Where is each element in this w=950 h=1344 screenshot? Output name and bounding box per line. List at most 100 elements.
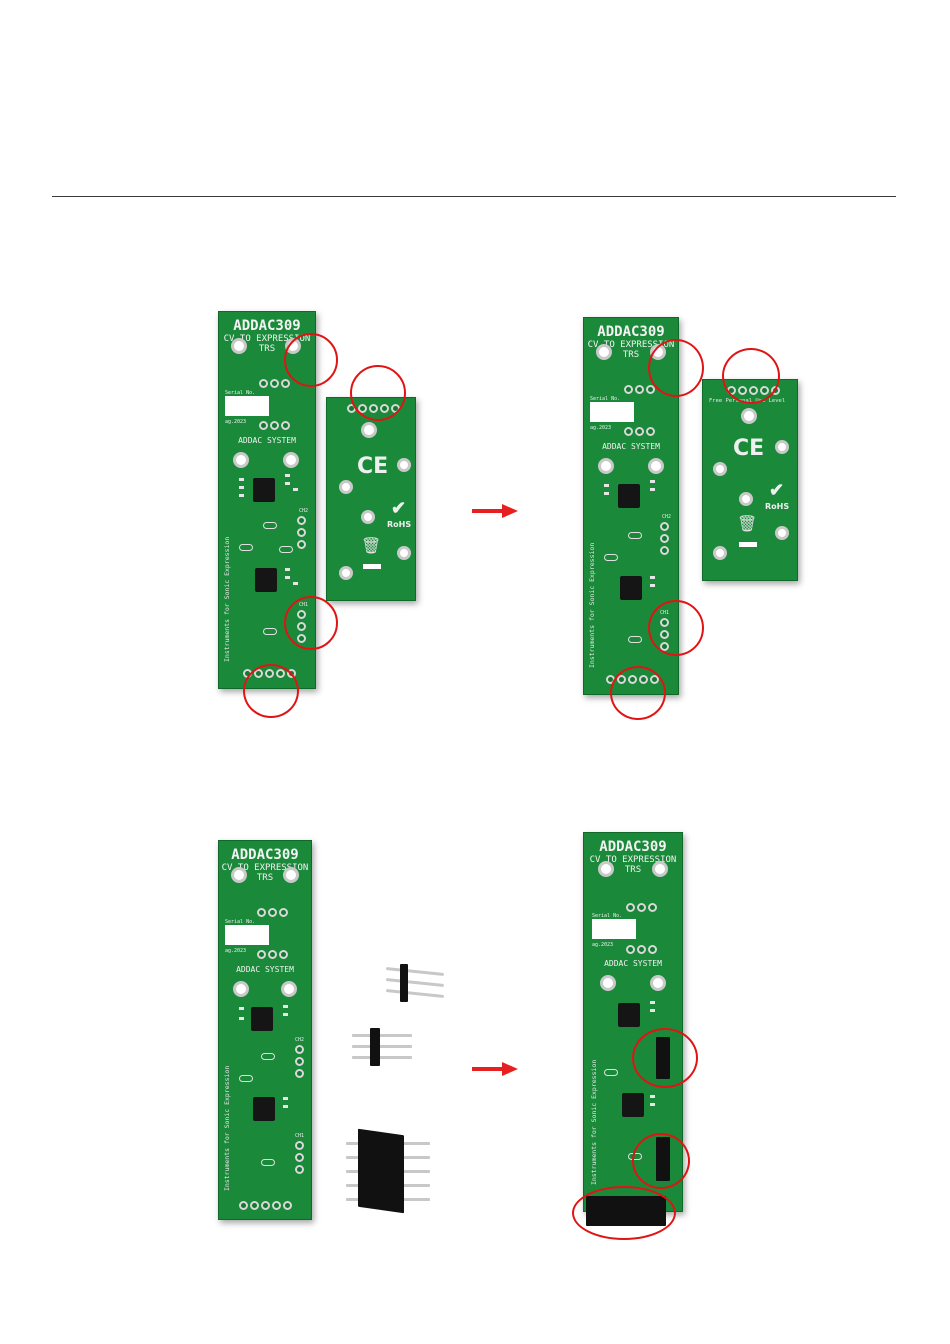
smd <box>293 582 298 585</box>
pin <box>386 977 444 988</box>
slot <box>628 636 642 643</box>
pad <box>259 421 268 430</box>
mount-hole <box>600 975 616 991</box>
weee-bin-icon: 🗑 <box>737 516 758 533</box>
smd <box>650 576 655 579</box>
pad <box>283 1201 292 1210</box>
highlight-circle <box>284 596 338 650</box>
ch2-label: CH2 <box>299 508 309 514</box>
board-subtitle-1: CV TO EXPRESSION <box>589 855 677 865</box>
pad <box>295 1069 304 1078</box>
mount-hole <box>281 981 297 997</box>
mount-hole <box>598 458 614 474</box>
highlight-circle <box>632 1133 690 1189</box>
slot <box>604 554 618 561</box>
board-title: ADDAC309 <box>231 847 299 863</box>
slot <box>279 546 293 553</box>
ch1-label: CH1 <box>295 1133 305 1139</box>
pin <box>352 1056 412 1059</box>
pad <box>295 1165 304 1174</box>
slot <box>628 532 642 539</box>
system-label: ADDAC SYSTEM <box>604 959 662 968</box>
smd <box>283 1105 288 1108</box>
board-subtitle-2: TRS <box>622 350 640 360</box>
pad <box>257 908 266 917</box>
mount-hole <box>598 861 614 877</box>
mount-hole <box>397 546 411 560</box>
pin-header-3-small <box>386 962 446 1004</box>
pcb-main-board-bottom-left: ADDAC309 CV TO EXPRESSION TRS Serial No.… <box>218 840 312 1220</box>
pad <box>270 379 279 388</box>
check-icon: ✔ <box>391 498 407 518</box>
pad <box>297 516 306 525</box>
pad <box>626 903 635 912</box>
mount-hole <box>741 408 757 424</box>
serial-label-box <box>225 925 269 945</box>
mount-hole <box>283 867 299 883</box>
smd <box>285 482 290 485</box>
smd <box>239 1007 244 1010</box>
mount-hole <box>739 492 753 506</box>
ic-chip <box>253 1097 275 1121</box>
mount-hole <box>596 344 612 360</box>
ce-mark: CE <box>357 454 389 479</box>
pad <box>646 427 655 436</box>
pad <box>268 908 277 917</box>
slot <box>604 1069 618 1076</box>
slot <box>239 1075 253 1082</box>
pad <box>637 903 646 912</box>
side-label: Instruments for Sonic Expression <box>223 1065 231 1191</box>
mount-hole <box>339 566 353 580</box>
arrow-right-icon <box>472 504 518 518</box>
pad <box>257 950 266 959</box>
slot <box>263 522 277 529</box>
pad <box>646 385 655 394</box>
pad <box>295 1057 304 1066</box>
batch-label: ag.2023 <box>225 419 247 425</box>
pad <box>250 1201 259 1210</box>
mount-hole <box>231 867 247 883</box>
slot <box>239 544 253 551</box>
highlight-circle <box>572 1186 676 1240</box>
mount-hole <box>397 458 411 472</box>
pad <box>648 945 657 954</box>
side-label: Instruments for Sonic Expression <box>588 542 596 668</box>
smd <box>239 1017 244 1020</box>
pcb-small-board-top-left: CE ✔ RoHS 🗑 <box>326 397 416 601</box>
pad <box>281 379 290 388</box>
mount-hole <box>231 338 247 354</box>
highlight-circle <box>722 348 780 404</box>
slot <box>261 1053 275 1060</box>
highlight-circle <box>648 339 704 397</box>
pin-header-3-medium <box>352 1026 414 1068</box>
highlight-circle <box>610 666 666 720</box>
label-strip <box>363 564 381 569</box>
pad <box>268 950 277 959</box>
smd <box>650 480 655 483</box>
rohs-mark: RoHS <box>387 520 412 529</box>
highlight-circle <box>350 365 406 421</box>
serial-label-box <box>592 919 636 939</box>
smd <box>650 1103 655 1106</box>
system-label: ADDAC SYSTEM <box>602 442 660 451</box>
highlight-circle <box>648 600 704 656</box>
pad <box>635 427 644 436</box>
smd <box>650 1001 655 1004</box>
mount-hole <box>775 526 789 540</box>
pad <box>660 522 669 531</box>
mount-hole <box>233 452 249 468</box>
pin-header-body <box>358 1128 404 1214</box>
smd <box>239 478 244 481</box>
pad <box>270 421 279 430</box>
smd <box>283 1005 288 1008</box>
serial-label: Serial No. <box>590 396 621 402</box>
board-title: ADDAC309 <box>597 324 665 340</box>
ch2-label: CH2 <box>295 1037 305 1043</box>
pad <box>297 528 306 537</box>
mount-hole <box>648 458 664 474</box>
highlight-circle <box>243 664 299 718</box>
pad <box>635 385 644 394</box>
ic-chip <box>622 1093 644 1117</box>
board-subtitle-1: CV TO EXPRESSION <box>221 863 309 873</box>
pad <box>279 950 288 959</box>
